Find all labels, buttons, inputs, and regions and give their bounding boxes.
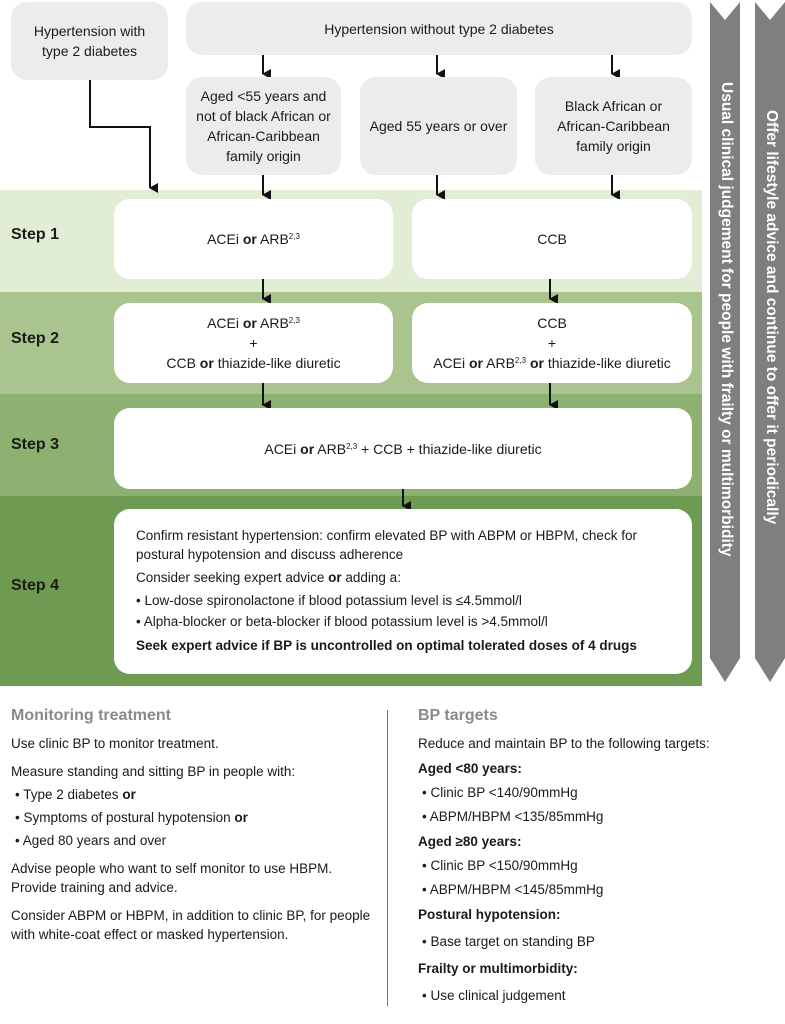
t2d-box: Hypertension with type 2 diabetes	[11, 2, 168, 80]
targets-h3: Postural hypotension:	[418, 907, 561, 922]
step3-box: ACEi or ARB2,3 + CCB + thiazide-like diu…	[114, 408, 692, 489]
step2-left-line1: ACEi or ARB2,3	[207, 315, 300, 331]
monitoring-bullet1: • Type 2 diabetes or	[15, 787, 136, 802]
targets-h1-bullet1: • Clinic BP <140/90mmHg	[422, 785, 578, 800]
t2d-label: Hypertension with type 2 diabetes	[33, 23, 146, 59]
monitoring-p3: Advise people who want to self monitor t…	[11, 861, 333, 895]
age-ge55-label: Aged 55 years or over	[369, 118, 508, 134]
step2-left-box: ACEi or ARB2,3 + CCB or thiazide-like di…	[114, 303, 393, 383]
black-african-label: Black African or African-Caribbean famil…	[557, 98, 670, 154]
step1-left-box: ACEi or ARB2,3	[114, 199, 393, 279]
no-t2d-box: Hypertension without type 2 diabetes	[186, 2, 692, 55]
arrow-notch	[755, 2, 785, 20]
age-lt55-label: Aged <55 years and not of black African …	[196, 88, 331, 164]
no-t2d-label: Hypertension without type 2 diabetes	[324, 20, 554, 37]
step1-left-text: ACEi or ARB2,3	[207, 231, 300, 247]
targets-h4: Frailty or multimorbidity:	[418, 961, 578, 976]
targets-h3-bullet1: • Base target on standing BP	[422, 934, 595, 949]
targets-h1-bullet2: • ABPM/HBPM <135/85mmHg	[422, 809, 604, 824]
lifestyle-arrow-shape	[755, 2, 785, 682]
monitoring-section: Monitoring treatment Use clinic BP to mo…	[11, 706, 371, 944]
targets-h1: Aged <80 years:	[418, 761, 522, 776]
monitoring-bullet2: • Symptoms of postural hypotension or	[15, 810, 248, 825]
targets-h2-bullet1: • Clinic BP <150/90mmHg	[422, 858, 578, 873]
step3-text: ACEi or ARB2,3 + CCB + thiazide-like diu…	[264, 440, 542, 457]
step3-label: Step 3	[11, 436, 60, 453]
step2-label: Step 2	[11, 330, 60, 347]
age-lt55-box: Aged <55 years and not of black African …	[186, 77, 341, 175]
monitoring-p1: Use clinic BP to monitor treatment.	[11, 736, 219, 751]
frailty-arrow-shape	[710, 2, 740, 682]
monitoring-p4: Consider ABPM or HBPM, in addition to cl…	[11, 908, 371, 942]
monitoring-p2: Measure standing and sitting BP in peopl…	[11, 764, 296, 779]
black-african-box: Black African or African-Caribbean famil…	[535, 77, 692, 175]
lifestyle-arrow-text: Offer lifestyle advice and continue to o…	[763, 110, 780, 525]
targets-h2-bullet2: • ABPM/HBPM <145/85mmHg	[422, 882, 604, 897]
step4-label: Step 4	[11, 577, 60, 594]
targets-h4-bullet1: • Use clinical judgement	[422, 988, 566, 1003]
step2-left-line3: CCB or thiazide-like diuretic	[166, 355, 341, 371]
targets-intro: Reduce and maintain BP to the following …	[418, 736, 710, 751]
step1-right-text: CCB	[537, 231, 567, 247]
step2-right-plus: +	[547, 335, 557, 351]
arrow-notch	[710, 2, 740, 20]
side-arrows	[710, 2, 785, 682]
step2-right-line1: CCB	[537, 315, 567, 331]
step4-box: Confirm resistant hypertension: confirm …	[114, 509, 692, 674]
step2-right-box: CCB + ACEi or ARB2,3 or thiazide-like di…	[412, 303, 692, 383]
step4-bullet2: • Alpha-blocker or beta-blocker if blood…	[136, 614, 548, 629]
monitoring-bullet3: • Aged 80 years and over	[15, 833, 167, 848]
step4-consider: Consider seeking expert advice or adding…	[136, 570, 401, 585]
monitoring-title: Monitoring treatment	[11, 707, 171, 724]
step4-seek: Seek expert advice if BP is uncontrolled…	[136, 638, 637, 653]
targets-h2: Aged ≥80 years:	[418, 834, 522, 849]
flow-connectors	[89, 55, 620, 510]
step4-confirm: Confirm resistant hypertension: confirm …	[136, 528, 637, 562]
frailty-arrow-text: Usual clinical judgement for people with…	[718, 82, 735, 557]
column-divider	[387, 710, 388, 1006]
step2-left-plus: +	[249, 335, 258, 351]
step4-bullet1: • Low-dose spironolactone if blood potas…	[136, 593, 522, 608]
targets-title: BP targets	[418, 707, 498, 724]
age-ge55-box: Aged 55 years or over	[360, 77, 517, 175]
step2-right-line3: ACEi or ARB2,3 or thiazide-like diuretic	[433, 355, 671, 371]
step1-right-box: CCB	[412, 199, 692, 279]
bp-targets-section: BP targets Reduce and maintain BP to the…	[418, 706, 718, 1005]
step1-label: Step 1	[11, 226, 60, 243]
